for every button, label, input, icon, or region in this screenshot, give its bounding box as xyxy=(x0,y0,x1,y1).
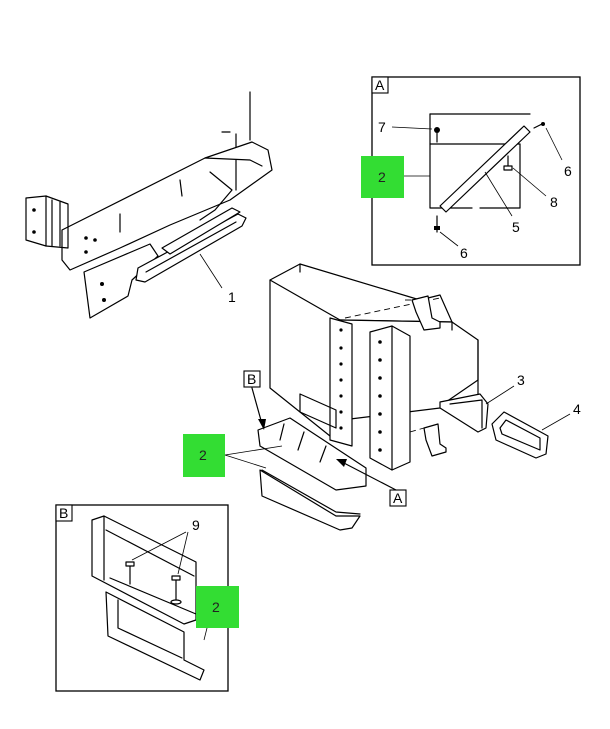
highlight-2-main-label: 2 xyxy=(199,447,207,463)
callout-1: 1 xyxy=(228,289,236,305)
highlight-2-main[interactable] xyxy=(183,434,225,477)
callout-6-top: 6 xyxy=(564,163,572,179)
callout-7: 7 xyxy=(378,119,386,135)
view-ref-b-tag xyxy=(243,370,261,388)
bracket-assembly-drawing xyxy=(25,91,273,319)
highlight-2-view-a-label: 2 xyxy=(378,169,386,185)
callout-3: 3 xyxy=(517,372,525,388)
view-b-label: B xyxy=(59,505,68,521)
callout-8: 8 xyxy=(550,194,558,210)
view-ref-a-arrow xyxy=(341,461,397,491)
view-ref-a-tag xyxy=(389,489,407,507)
leader-2-main xyxy=(224,445,283,469)
leader-4 xyxy=(541,413,571,431)
leader-3 xyxy=(485,385,515,405)
view-ref-a-label: A xyxy=(393,490,403,506)
view-ref-b-label: B xyxy=(247,371,256,387)
detail-view-a: A xyxy=(371,76,581,266)
fender-assembly-drawing xyxy=(257,263,549,531)
callout-5: 5 xyxy=(512,219,520,235)
highlight-2-view-b-label: 2 xyxy=(212,599,220,615)
leader-1 xyxy=(199,253,223,289)
callout-6-bottom: 6 xyxy=(460,245,468,261)
callout-4: 4 xyxy=(573,401,581,417)
highlight-2-view-b[interactable] xyxy=(196,586,239,628)
callout-9: 9 xyxy=(192,517,200,533)
view-ref-b-arrow xyxy=(251,387,263,425)
view-a-label: A xyxy=(375,77,385,93)
highlight-2-view-a[interactable] xyxy=(361,156,404,198)
